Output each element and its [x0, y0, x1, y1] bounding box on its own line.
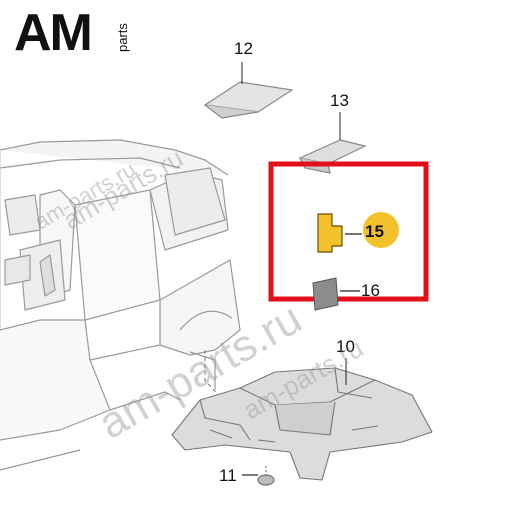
- part-10-shape[interactable]: [171, 358, 433, 481]
- part-12-shape[interactable]: [203, 62, 294, 119]
- logo-subtext: parts: [115, 23, 130, 52]
- callout-13[interactable]: 13: [330, 91, 349, 110]
- callout-10[interactable]: 10: [336, 337, 355, 356]
- logo-text: AM: [14, 4, 91, 62]
- callout-15[interactable]: 15: [365, 222, 384, 241]
- part-11-shape[interactable]: [242, 466, 275, 486]
- part-16-shape[interactable]: [312, 277, 360, 311]
- callout-15-badge: [363, 212, 399, 248]
- brand-logo: AM parts: [14, 4, 130, 62]
- part-15-shape[interactable]: [317, 212, 399, 253]
- vehicle-body-illustration: [0, 139, 241, 471]
- reference-dash-line: [204, 350, 219, 396]
- callout-12[interactable]: 12: [234, 39, 253, 58]
- callout-16[interactable]: 16: [361, 281, 380, 300]
- callout-11[interactable]: 11: [219, 466, 237, 485]
- highlight-box: [268, 161, 429, 302]
